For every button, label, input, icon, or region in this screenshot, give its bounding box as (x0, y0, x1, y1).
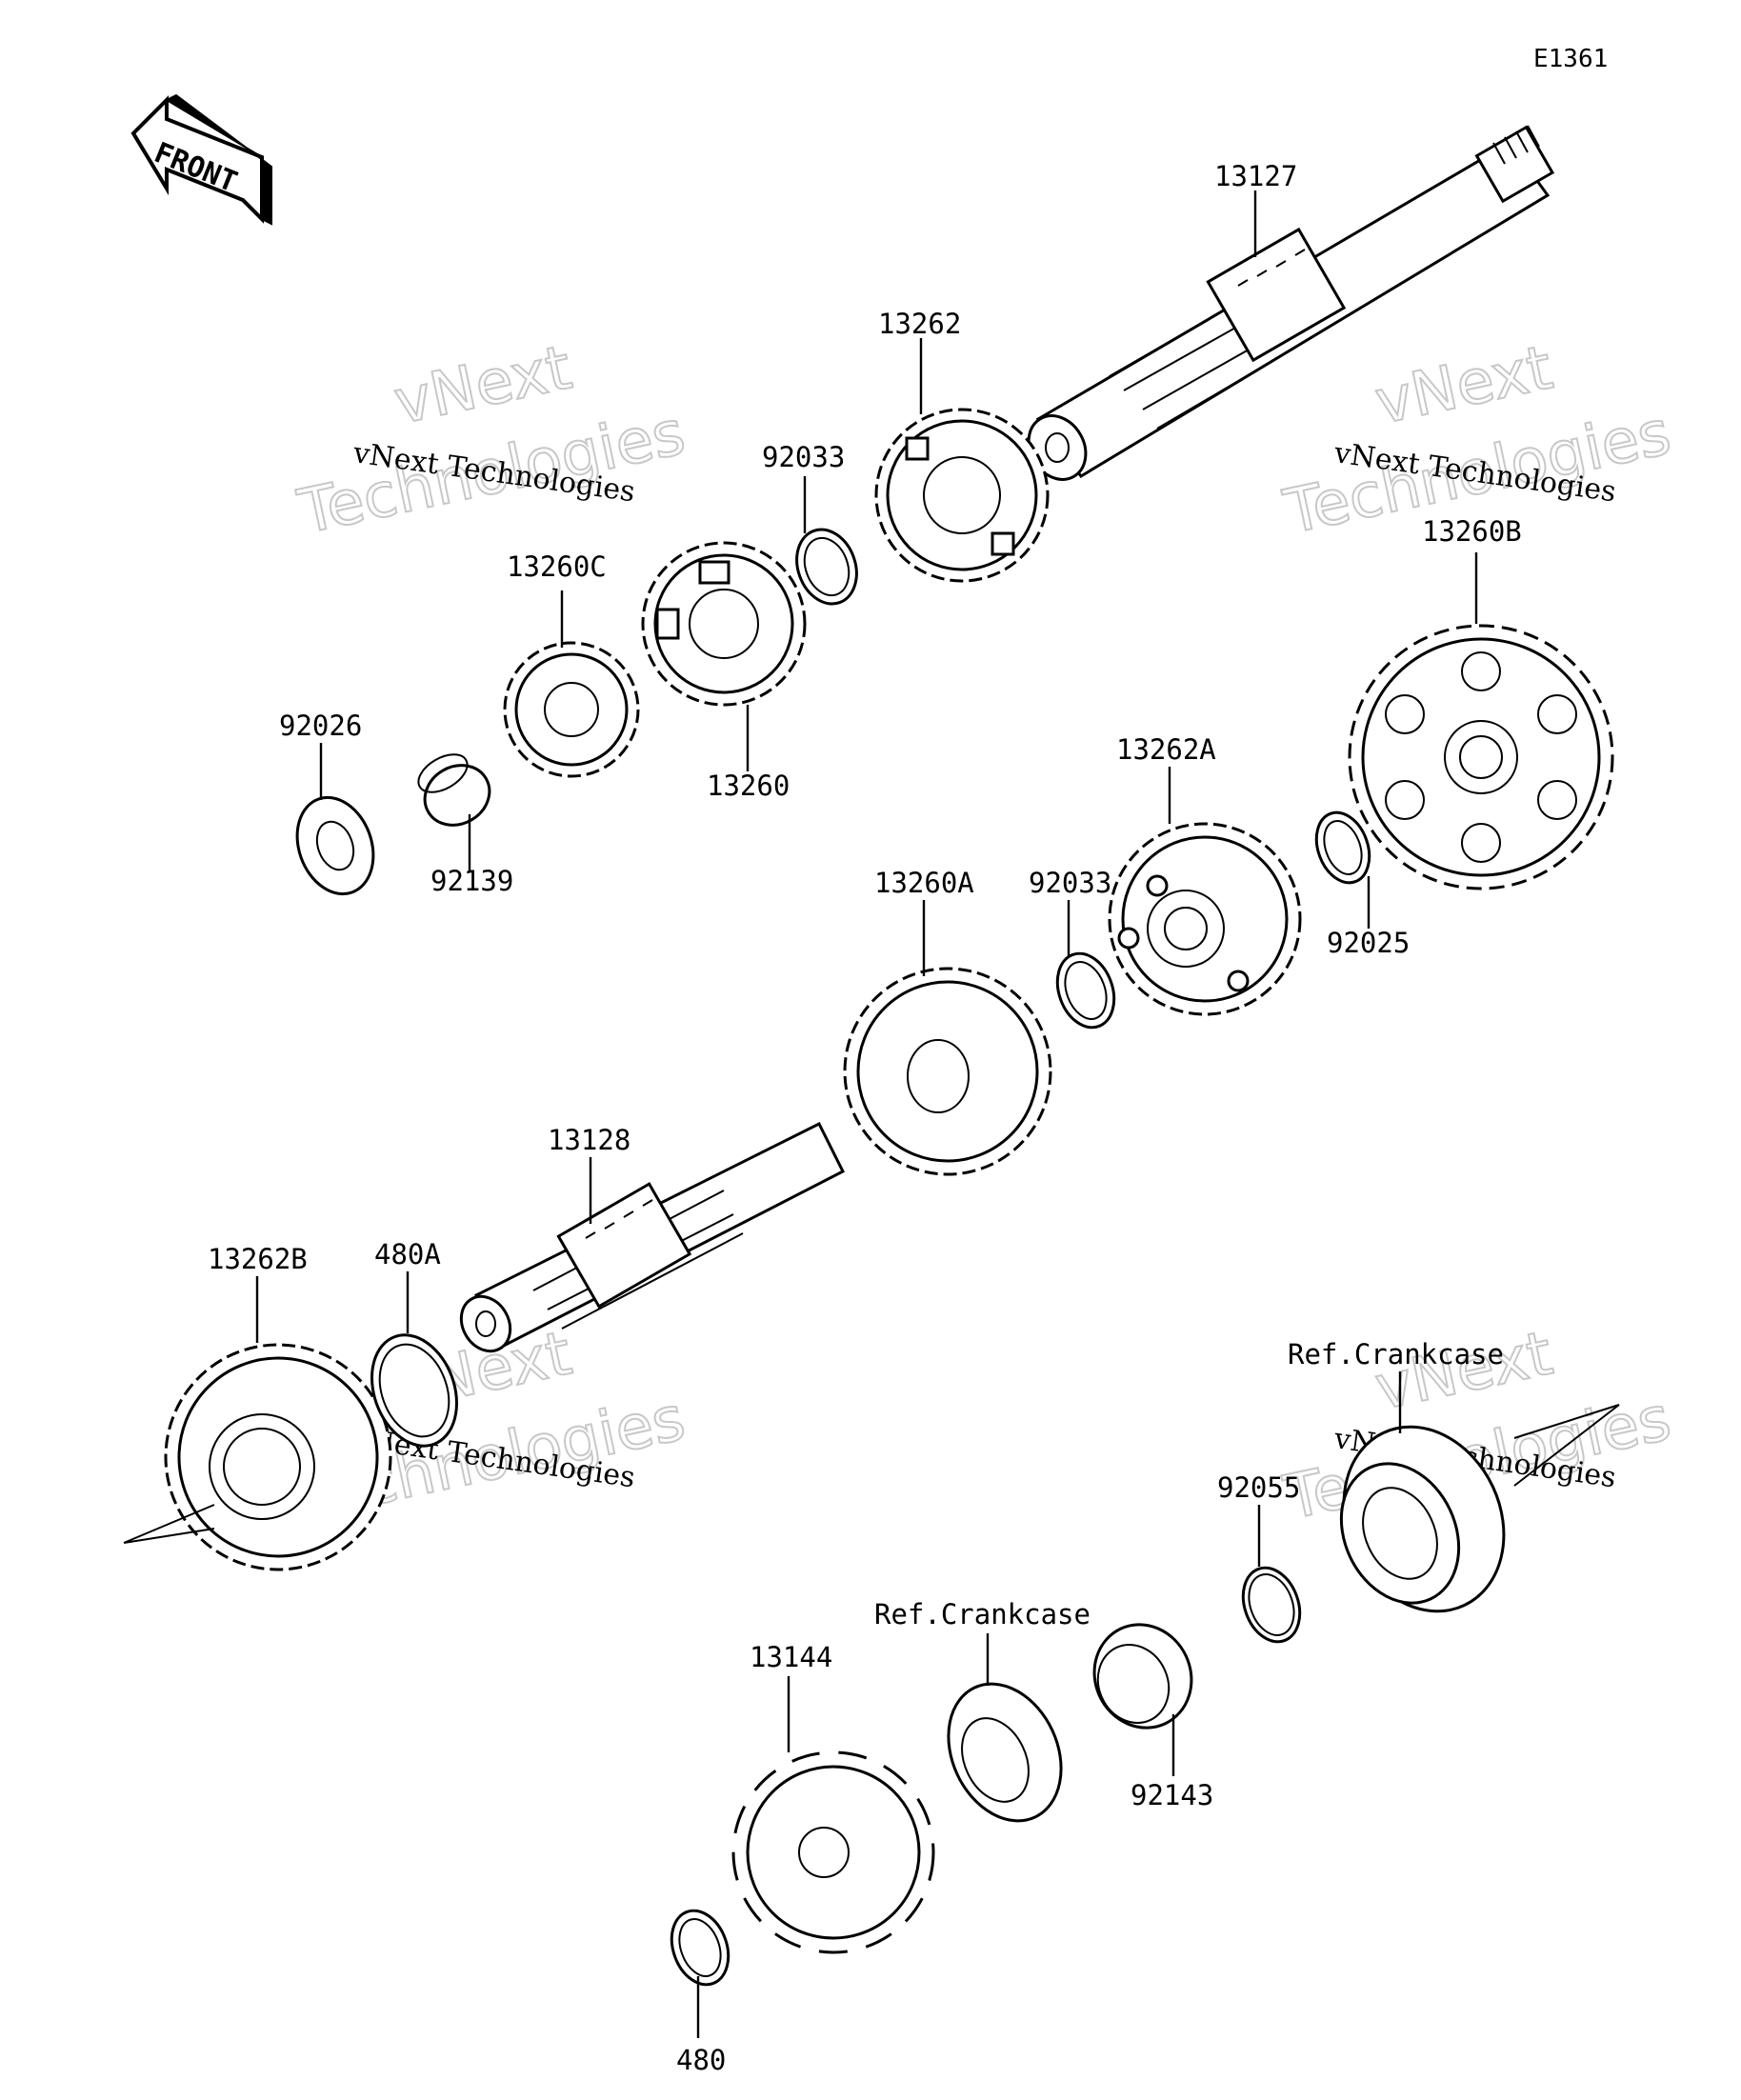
label-480a: 480A (374, 1238, 441, 1270)
gear-13260b (1348, 624, 1614, 890)
washer-92026 (295, 795, 375, 896)
label-13144: 13144 (750, 1641, 832, 1673)
label-13127: 13127 (1214, 160, 1297, 192)
shaft-13128 (459, 1121, 846, 1353)
circlip-480a (370, 1333, 458, 1448)
gear-13262a (1108, 822, 1302, 1016)
gear-13260a (843, 967, 1052, 1176)
label-480: 480 (676, 2044, 726, 2076)
watermark-top-left: vNext Technologies vNext Technologies (291, 331, 692, 549)
bushing-92139 (417, 753, 491, 827)
label-13260c: 13260C (507, 550, 607, 583)
label-ref-crankcase-bottom: Ref.Crankcase (874, 1598, 1091, 1630)
svg-text:vNext: vNext (389, 332, 577, 438)
circlip-480 (670, 1909, 730, 1987)
label-92033-middle: 92033 (1029, 867, 1111, 899)
diagram-id: E1361 (1533, 45, 1608, 73)
gear-13262 (874, 408, 1050, 583)
label-92033-top: 92033 (762, 441, 845, 473)
label-92025: 92025 (1327, 927, 1410, 959)
svg-text:vNext: vNext (1370, 332, 1558, 438)
label-13260b: 13260B (1422, 515, 1522, 548)
sprocket-13144 (731, 1750, 935, 1954)
collar-92143 (1092, 1623, 1193, 1730)
svg-text:vNext: vNext (1370, 1318, 1558, 1424)
circlip-92033-middle (1055, 951, 1116, 1030)
leader-lines (255, 190, 1478, 2038)
bearing-crankcase (1339, 1404, 1620, 1613)
label-13128: 13128 (548, 1124, 630, 1156)
gear-13260 (641, 541, 807, 707)
label-13260a: 13260A (874, 867, 974, 899)
oring-92055 (1241, 1566, 1302, 1644)
circlip-92033-top (795, 528, 858, 606)
label-13262: 13262 (878, 308, 961, 340)
oil-seal-crankcase (947, 1682, 1063, 1823)
label-13262a: 13262A (1116, 733, 1216, 766)
label-ref-crankcase-top: Ref.Crankcase (1288, 1338, 1504, 1370)
part-labels: 13127 13262 92033 13260C 13260 92026 921… (208, 160, 1522, 2076)
label-13262b: 13262B (208, 1243, 308, 1275)
label-92026: 92026 (279, 710, 362, 742)
label-92139: 92139 (430, 865, 513, 897)
label-92143: 92143 (1131, 1779, 1213, 1811)
shaft-13127 (1027, 125, 1555, 481)
gear-13262b (123, 1343, 392, 1571)
label-13260: 13260 (707, 770, 790, 802)
washer-92025 (1314, 810, 1371, 885)
gear-13260c (503, 641, 640, 778)
label-92055: 92055 (1217, 1471, 1300, 1504)
front-arrow-icon: FRONT (130, 93, 272, 226)
